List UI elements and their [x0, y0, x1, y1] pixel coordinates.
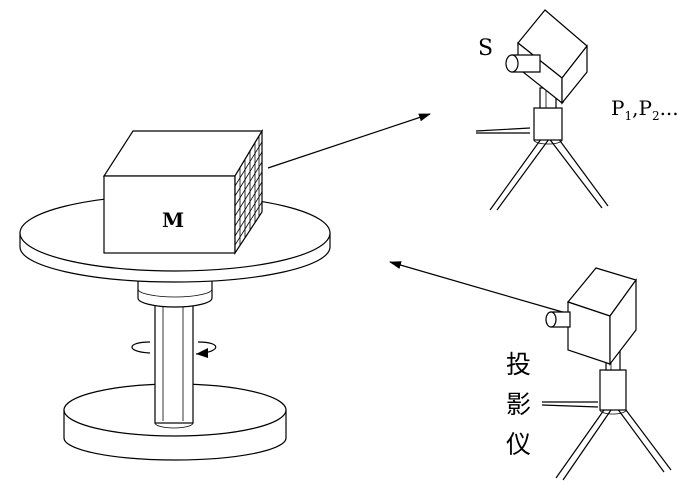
projector-label-char-1: 投	[506, 350, 532, 379]
object-label: M	[162, 208, 185, 232]
source-label: S	[478, 36, 494, 61]
position-p2-subscript: 2	[651, 109, 660, 123]
projector-label-char-2: 影	[506, 390, 532, 419]
position-p1-subscript: 1	[624, 109, 633, 123]
sensor-body-side	[561, 44, 588, 105]
projector-body-side	[609, 278, 637, 366]
arrow-projector-to-object	[389, 261, 567, 314]
sensor-camera	[475, 9, 609, 211]
object-top-face	[102, 130, 264, 177]
position-labels: P1,P2...	[611, 98, 679, 122]
arrow-object-to-sensor	[267, 113, 431, 169]
position-p2: P	[638, 96, 652, 120]
rotation-arrow-icon	[131, 341, 151, 354]
turntable-column	[154, 297, 194, 424]
projector-label-char-3: 仪	[506, 430, 532, 459]
object-m	[102, 128, 264, 256]
position-p1: P	[611, 96, 625, 120]
position-suffix: ...	[659, 96, 679, 120]
projector	[541, 267, 672, 481]
projected-grid	[234, 136, 263, 246]
turntable-collar	[137, 275, 213, 308]
position-separator: ,	[632, 96, 639, 120]
